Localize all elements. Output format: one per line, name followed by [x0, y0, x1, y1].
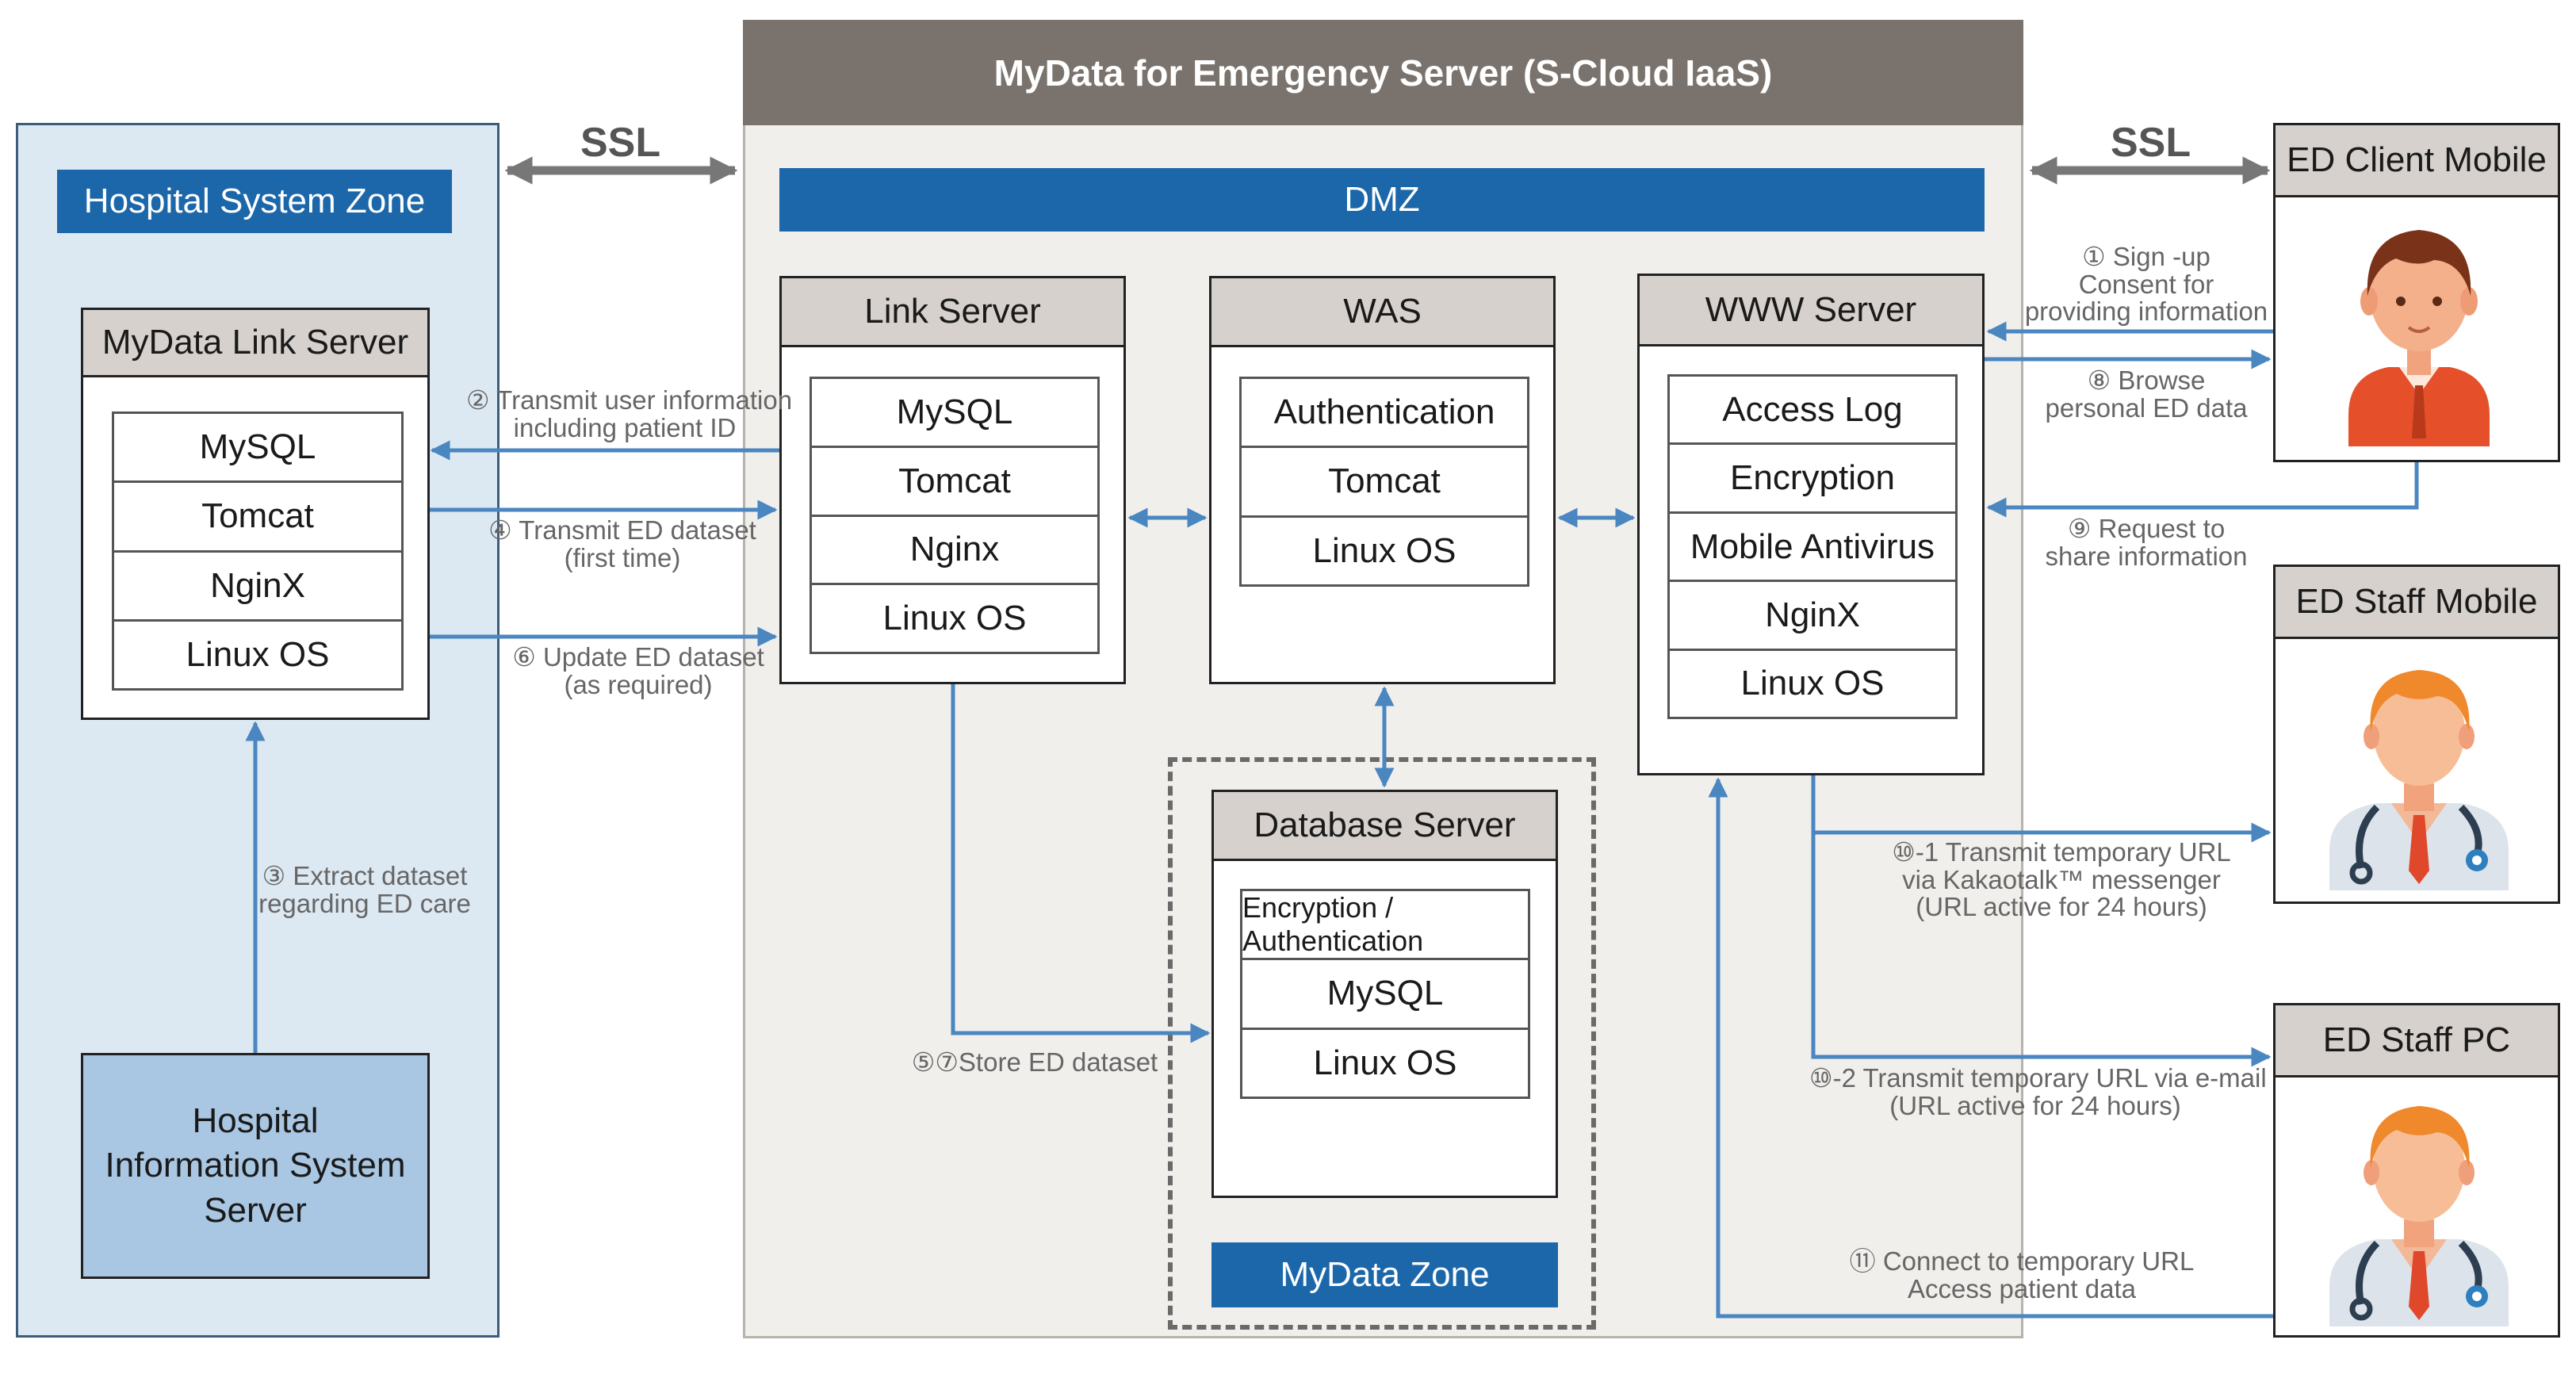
annotation-step-11: ⑪ Connect to temporary URL Access patien… — [1824, 1246, 2220, 1303]
annotation-line: ⑪ Connect to temporary URL — [1849, 1246, 2195, 1276]
www-server: WWW Server Access Log Encryption Mobile … — [1637, 274, 1985, 775]
arrow-request-share — [1986, 462, 2419, 518]
ssl-label-left: SSL — [580, 120, 661, 166]
stack-row: MySQL — [812, 379, 1097, 448]
annotation-step-4: ④ Transmit ED dataset (first time) — [476, 515, 769, 572]
mydata-link-server: MyData Link Server MySQL Tomcat NginX Li… — [81, 308, 430, 720]
annotation-line: providing information — [2024, 297, 2268, 327]
doctor-avatar-icon — [2329, 1106, 2509, 1326]
stack-row: MySQL — [1242, 960, 1528, 1030]
annotation-step-3: ③ Extract dataset regarding ED care — [258, 861, 472, 918]
stack-row: Authentication — [1242, 379, 1527, 449]
ed-client-mobile: ED Client Mobile — [2273, 123, 2560, 462]
annotation-line: (URL active for 24 hours) — [1916, 892, 2207, 922]
stack-row: Encryption — [1670, 445, 1955, 514]
ed-staff-mobile: ED Staff Mobile — [2273, 565, 2560, 904]
mydata-link-server-title: MyData Link Server — [83, 310, 427, 377]
annotation-step-5-7: ⑤⑦Store ED dataset — [911, 1047, 1158, 1077]
annotation-step-2: ② Transmit user information including pa… — [466, 385, 793, 442]
annotation-line: ④ Transmit ED dataset — [488, 515, 756, 545]
stack-row: Nginx — [812, 517, 1097, 586]
stack-row: Mobile Antivirus — [1670, 514, 1955, 583]
stack-row: Tomcat — [114, 483, 401, 553]
stack-row: Tomcat — [1242, 448, 1527, 518]
annotation-step-10-2: ⑩-2 Transmit temporary URL via e-mail (U… — [1809, 1063, 2267, 1120]
database-server: Database Server Encryption / Authenticat… — [1211, 790, 1558, 1198]
annotation-line: personal ED data — [2045, 392, 2248, 423]
annotation-line: share information — [2045, 541, 2248, 571]
annotation-line: ② Transmit user information — [466, 385, 793, 415]
was-title: WAS — [1211, 278, 1553, 347]
www-server-title: WWW Server — [1640, 276, 1982, 346]
database-server-stack: Encryption / Authentication MySQL Linux … — [1240, 889, 1530, 1099]
ed-client-mobile-title: ED Client Mobile — [2276, 125, 2558, 197]
annotation-line: ⑨ Request to — [2067, 514, 2226, 543]
link-server: Link Server MySQL Tomcat Nginx Linux OS — [779, 276, 1126, 684]
database-server-title: Database Server — [1214, 792, 1556, 861]
link-server-stack: MySQL Tomcat Nginx Linux OS — [810, 377, 1100, 654]
ed-staff-pc-title: ED Staff PC — [2276, 1005, 2558, 1078]
his-line1: Hospital — [192, 1101, 319, 1141]
annotation-line: Access patient data — [1907, 1273, 2136, 1303]
cloud-title: MyData for Emergency Server (S-Cloud Iaa… — [743, 20, 2023, 125]
stack-row: NginX — [114, 553, 401, 622]
annotation-line: ⑩-2 Transmit temporary URL via e-mail — [1809, 1063, 2267, 1093]
annotation-line: ⑥ Update ED dataset — [512, 642, 764, 672]
annotation-line: including patient ID — [513, 412, 737, 442]
stack-row: Tomcat — [812, 448, 1097, 517]
stack-row: Access Log — [1670, 377, 1955, 446]
annotation-step-8: ⑧ Browse personal ED data — [2020, 366, 2272, 423]
stack-row: Encryption / Authentication — [1242, 891, 1528, 961]
his-line3: Server — [204, 1190, 307, 1230]
annotation-line: ⑧ Browse — [2087, 366, 2206, 395]
annotation-line: Consent for — [2078, 269, 2214, 299]
annotation-line: (URL active for 24 hours) — [1889, 1090, 2181, 1120]
annotation-line: regarding ED care — [258, 888, 471, 918]
arrow-url-kakaotalk — [1811, 775, 2272, 843]
his-line2: Information System — [105, 1146, 406, 1185]
hospital-zone-label: Hospital System Zone — [57, 170, 452, 233]
arrow-url-email — [1811, 833, 2272, 1067]
stack-row: NginX — [1670, 582, 1955, 651]
annotation-step-10-1: ⑩-1 Transmit temporary URL via Kakaotalk… — [1863, 837, 2260, 922]
mydata-zone-label: MyData Zone — [1211, 1242, 1558, 1307]
patient-avatar-icon — [2348, 230, 2490, 446]
annotation-line: ③ Extract dataset — [262, 861, 468, 890]
stack-row: Linux OS — [186, 634, 330, 674]
stack-row: Linux OS — [1313, 1043, 1457, 1082]
stack-row: Linux OS — [882, 599, 1027, 638]
www-server-stack: Access Log Encryption Mobile Antivirus N… — [1667, 374, 1958, 719]
ed-staff-pc: ED Staff PC — [2273, 1003, 2560, 1338]
annotation-line: via Kakaotalk™ messenger — [1902, 864, 2221, 894]
mydata-link-server-stack: MySQL Tomcat NginX Linux OS — [112, 411, 404, 691]
dmz-label: DMZ — [779, 168, 1985, 232]
stack-row: MySQL — [114, 414, 401, 484]
was-server: WAS Authentication Tomcat Linux OS — [1209, 276, 1556, 684]
annotation-step-9: ⑨ Request to share information — [2020, 515, 2272, 570]
doctor-avatar-icon — [2329, 670, 2509, 890]
stack-row: Linux OS — [1312, 530, 1456, 570]
annotation-line: (first time) — [564, 542, 681, 572]
stack-row: Linux OS — [1740, 664, 1885, 703]
annotation-line: ⑩-1 Transmit temporary URL — [1892, 837, 2231, 867]
ssl-label-right: SSL — [2111, 120, 2191, 166]
annotation-step-1: ① Sign -up Consent for providing informa… — [2020, 243, 2272, 326]
arrow-connect-url — [1708, 777, 2273, 1319]
was-stack: Authentication Tomcat Linux OS — [1239, 377, 1529, 587]
hospital-information-system-server: Hospital Information System Server — [81, 1053, 430, 1279]
arrow-store-ed-dataset — [951, 684, 1211, 1043]
annotation-step-6: ⑥ Update ED dataset (as required) — [492, 642, 785, 699]
annotation-line: (as required) — [564, 669, 713, 699]
link-server-title: Link Server — [782, 278, 1123, 347]
ed-staff-mobile-title: ED Staff Mobile — [2276, 567, 2558, 639]
annotation-line: ① Sign -up — [2082, 242, 2210, 271]
